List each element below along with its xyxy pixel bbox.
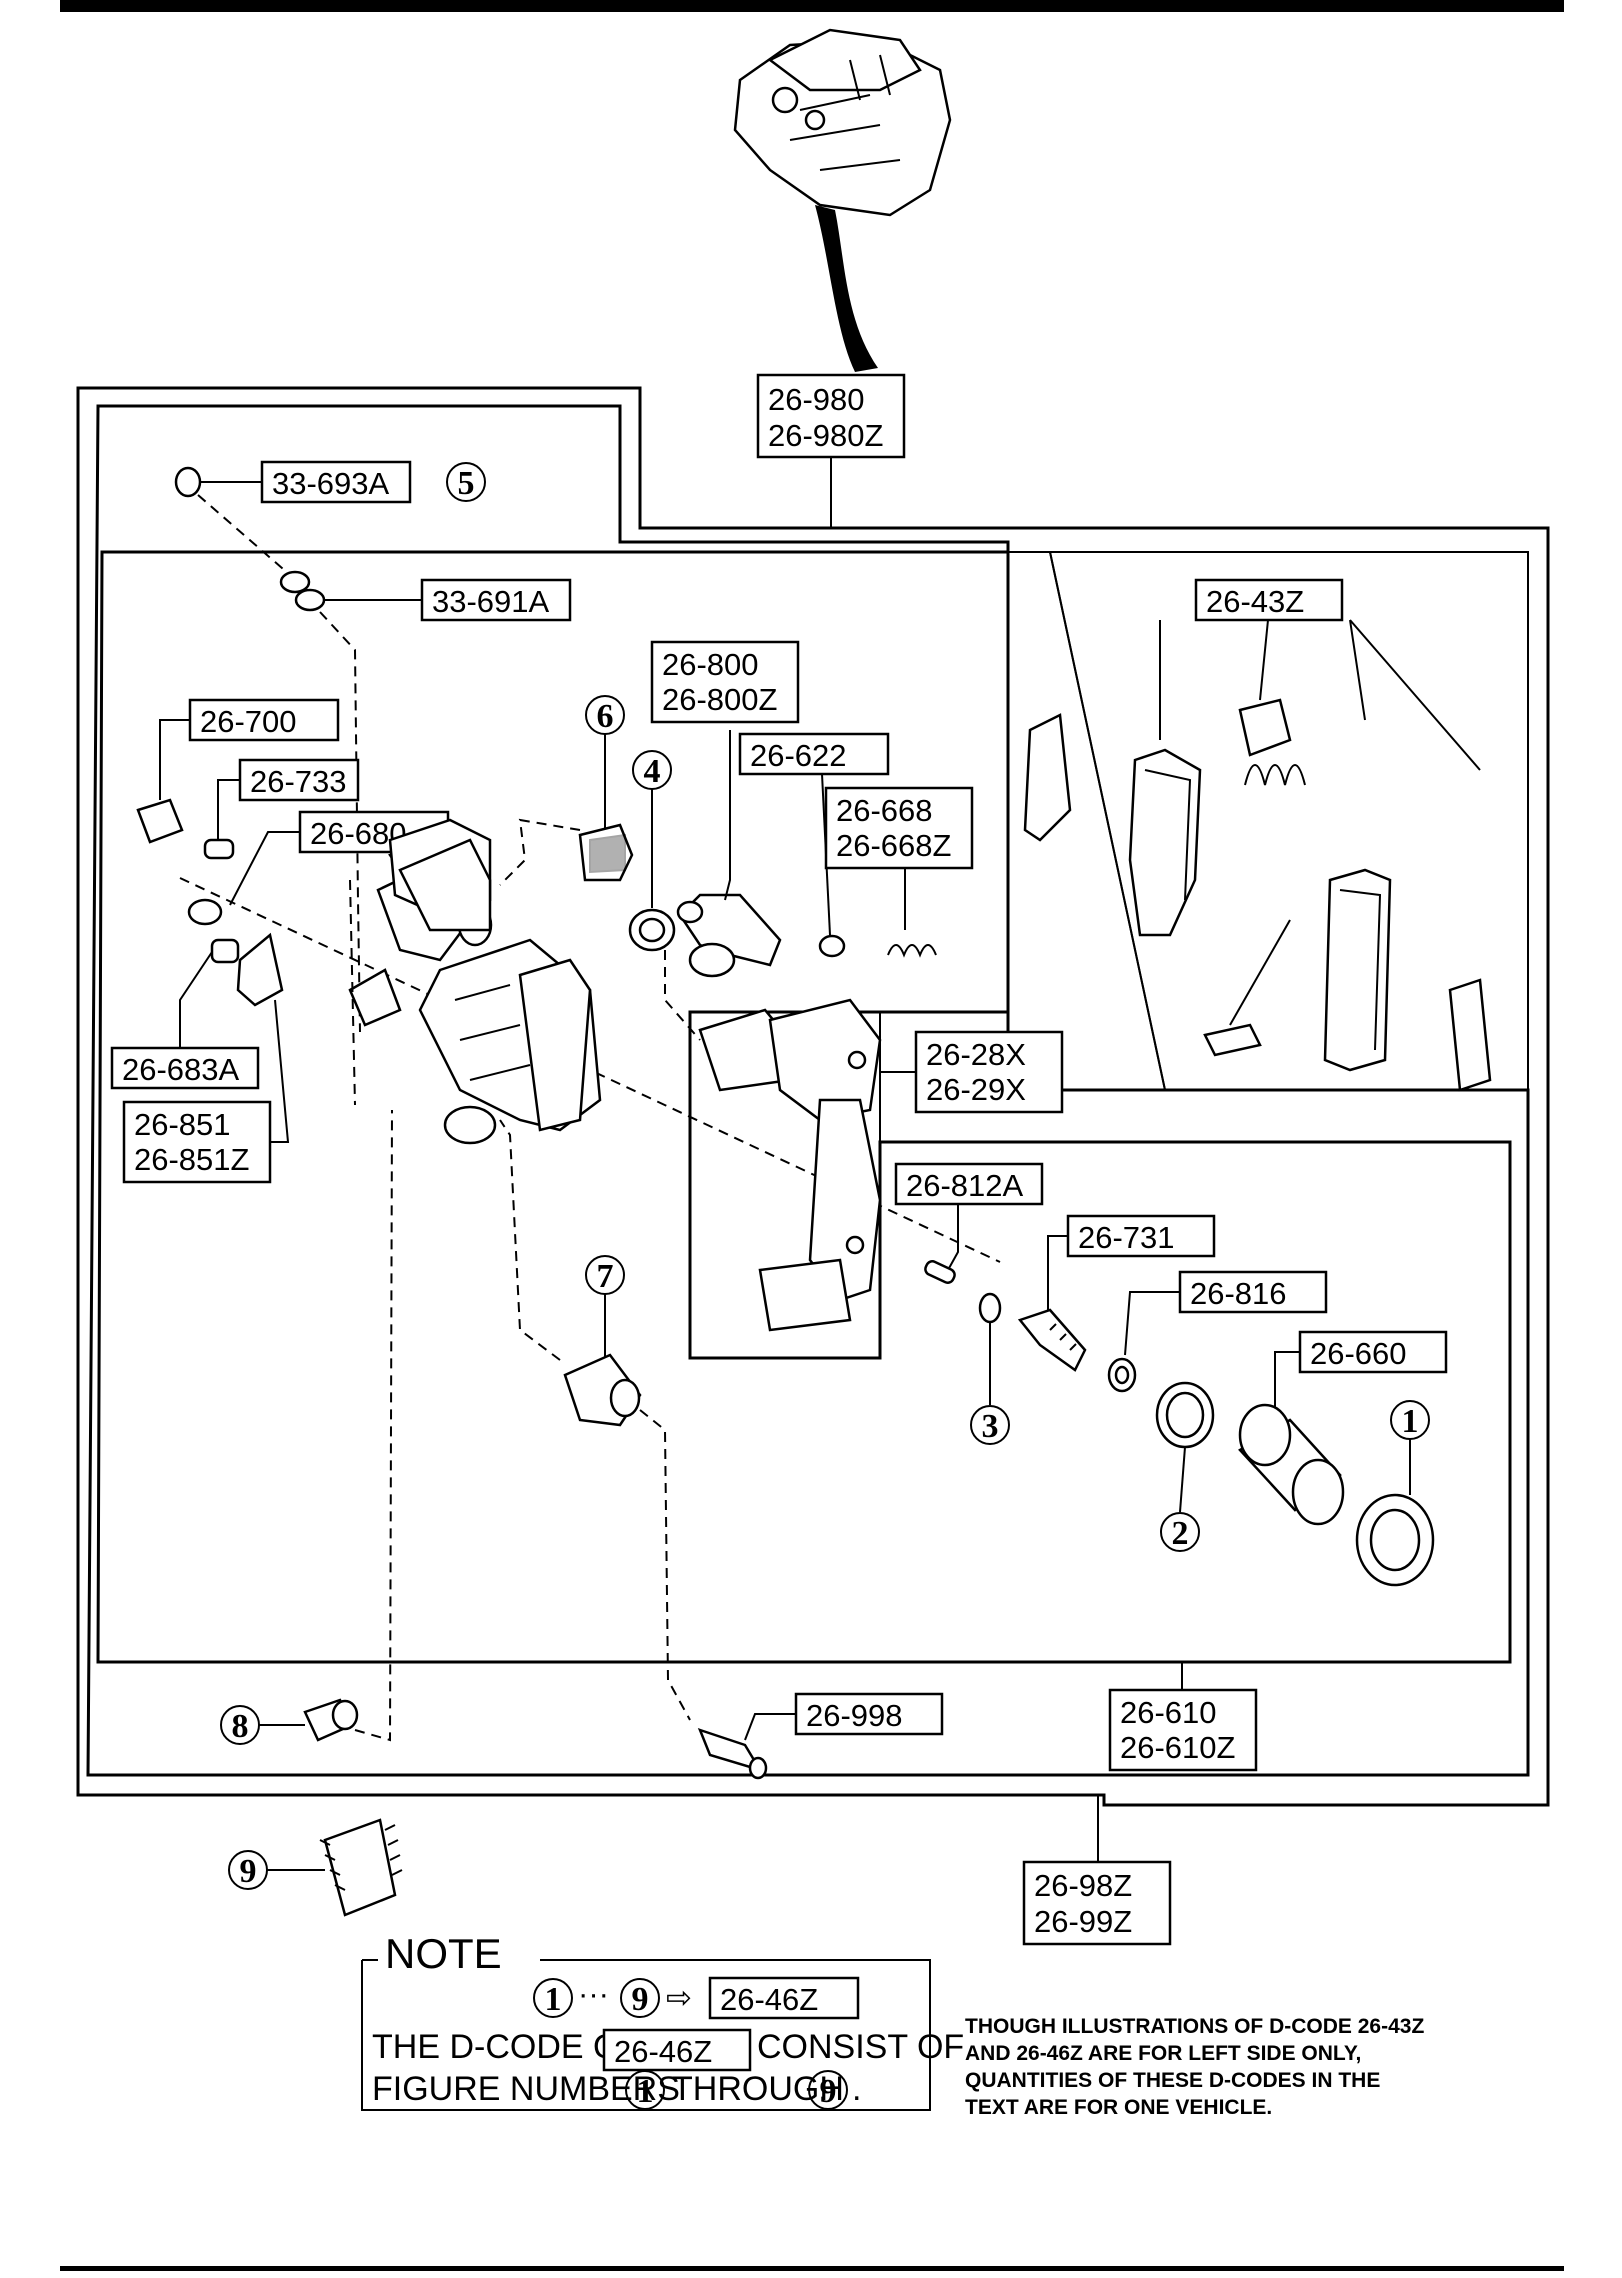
note-line2-mid: THROUGH xyxy=(672,2070,844,2108)
nut-26-622: 26-622 xyxy=(738,732,890,958)
pin-26-812A: 26-812A xyxy=(894,1162,1044,1284)
bleeder-screw-33-691A: 33-691A xyxy=(279,570,572,1033)
note-line1-code: 26-46Z xyxy=(614,2034,712,2069)
label-33-693A: 33-693A xyxy=(272,466,390,501)
bottom-rule xyxy=(60,2266,1564,2271)
label-26-610-line2: 26-610Z xyxy=(1120,1730,1235,1765)
svg-text:9: 9 xyxy=(240,1853,257,1890)
adjuster-screw-26-731: 26-731 xyxy=(1017,1214,1216,1372)
svg-text:9: 9 xyxy=(820,2073,837,2110)
label-26-700-group: 26-700 xyxy=(136,698,340,844)
disclaimer: THOUGH ILLUSTRATIONS OF D-CODE 26-43Z AN… xyxy=(965,2015,1424,2119)
label-26-812A: 26-812A xyxy=(906,1168,1024,1203)
guide-boot-7: 7 xyxy=(499,1119,691,1721)
outer-frame-26-98Z xyxy=(76,386,1550,1807)
label-26-28X-line1: 26-28X xyxy=(926,1037,1026,1072)
spring-26-668: 26-668 26-668Z xyxy=(824,786,974,958)
bushing-8: 8 xyxy=(220,1109,393,1745)
svg-text:8: 8 xyxy=(232,1708,249,1745)
svg-text:3: 3 xyxy=(982,1408,999,1445)
caliper-body xyxy=(348,818,602,1145)
o-ring-3: 3 xyxy=(970,1292,1010,1445)
label-26-980: 26-980 26-980Z xyxy=(756,373,906,459)
piston-boot-1: 1 xyxy=(1355,1400,1435,1587)
pad-set-frame xyxy=(1008,551,1529,1091)
label-26-980-line1: 26-980 xyxy=(768,382,865,417)
shim-left xyxy=(1023,713,1072,842)
label-33-691A: 33-691A xyxy=(432,584,550,619)
svg-text:1: 1 xyxy=(545,1981,562,2018)
svg-text:.: . xyxy=(852,2070,861,2108)
washer-26-816: 26-816 xyxy=(1107,1270,1328,1393)
label-26-683A-group: 26-683A xyxy=(110,938,260,1090)
svg-text:7: 7 xyxy=(597,1258,614,1295)
guide-pin-26-998: 26-998 xyxy=(697,1692,944,1780)
figure-number-5: 5 xyxy=(446,462,486,502)
piston-26-660: 26-660 xyxy=(1238,1330,1448,1526)
caliper-assembly-thumbnail xyxy=(733,28,952,372)
label-26-851-group: 26-851 26-851Z xyxy=(122,932,290,1184)
svg-text:4: 4 xyxy=(644,753,661,790)
label-26-733: 26-733 xyxy=(250,764,347,799)
mounting-support-26-28X: 26-28X 26-29X xyxy=(698,998,1064,1332)
label-26-28X-line2: 26-29X xyxy=(926,1072,1026,1107)
shim-right xyxy=(1448,978,1492,1092)
top-rule xyxy=(60,0,1564,12)
label-26-816: 26-816 xyxy=(1190,1276,1287,1311)
label-26-98Z-line1: 26-98Z xyxy=(1034,1868,1132,1903)
svg-text:2: 2 xyxy=(1172,1515,1189,1552)
label-26-980-line2: 26-980Z xyxy=(768,418,883,453)
label-26-622: 26-622 xyxy=(750,738,847,773)
note-box: NOTE 1 ··· 9 ⇨ 26-46Z THE D-CODE OF 26-4… xyxy=(361,1930,964,2111)
disclaimer-line-3: QUANTITIES OF THESE D-CODES IN THE xyxy=(965,2069,1380,2092)
label-26-610-line1: 26-610 xyxy=(1120,1695,1217,1730)
label-26-668-line1: 26-668 xyxy=(836,793,933,828)
caliper-seal-4: 4 xyxy=(628,750,701,1041)
label-26-99Z-line2: 26-99Z xyxy=(1034,1904,1132,1939)
label-26-733-group: 26-733 xyxy=(203,758,360,860)
note-line1-prefix: THE D-CODE OF xyxy=(372,2028,640,2066)
brake-pad-left xyxy=(1128,748,1202,937)
note-code: 26-46Z xyxy=(720,1982,818,2017)
piston-seal-2: 2 xyxy=(1155,1381,1215,1552)
pad-clip xyxy=(1238,698,1292,757)
label-26-700: 26-700 xyxy=(200,704,297,739)
disclaimer-line-4: TEXT ARE FOR ONE VEHICLE. xyxy=(965,2096,1272,2119)
label-26-800-line2: 26-800Z xyxy=(662,682,777,717)
svg-text:9: 9 xyxy=(632,1981,649,2018)
svg-text:1: 1 xyxy=(1402,1403,1419,1440)
svg-text:6: 6 xyxy=(597,698,614,735)
label-26-668-line2: 26-668Z xyxy=(836,828,951,863)
note-line1-suffix: CONSIST OF xyxy=(757,2028,964,2066)
label-26-851-line2: 26-851Z xyxy=(134,1142,249,1177)
label-26-43Z: 26-43Z xyxy=(1206,584,1304,619)
svg-text:5: 5 xyxy=(458,465,475,502)
pad-set-26-43Z: 26-43Z xyxy=(1023,578,1492,1092)
disclaimer-line-1: THOUGH ILLUSTRATIONS OF D-CODE 26-43Z xyxy=(965,2015,1424,2038)
bleeder-cap-33-693A: 33-693A xyxy=(174,460,412,576)
label-26-660: 26-660 xyxy=(1310,1336,1407,1371)
caliper-boot-6: 6 xyxy=(499,695,634,886)
svg-text:⇨: ⇨ xyxy=(666,1980,692,2015)
svg-text:1: 1 xyxy=(637,2073,654,2110)
svg-text:···: ··· xyxy=(578,1976,609,2011)
grease-pack-9: 9 xyxy=(228,1818,403,1917)
label-26-800-line1: 26-800 xyxy=(662,647,759,682)
label-26-683A: 26-683A xyxy=(122,1052,240,1087)
label-26-998: 26-998 xyxy=(806,1698,903,1733)
label-26-610: 26-610 26-610Z xyxy=(1108,1662,1258,1772)
brake-pad-right xyxy=(1323,868,1392,1072)
label-26-851-line1: 26-851 xyxy=(134,1107,231,1142)
label-26-98Z: 26-98Z 26-99Z xyxy=(1022,1795,1172,1946)
label-26-731: 26-731 xyxy=(1078,1220,1175,1255)
note-title: NOTE xyxy=(385,1930,502,1977)
wear-indicator xyxy=(1203,1023,1262,1057)
disclaimer-line-2: AND 26-46Z ARE FOR LEFT SIDE ONLY, xyxy=(965,2042,1361,2065)
lever-26-800: 26-800 26-800Z xyxy=(650,640,800,978)
note-line2-prefix: FIGURE NUMBERS xyxy=(372,2070,680,2108)
support-frame xyxy=(689,1011,881,1359)
